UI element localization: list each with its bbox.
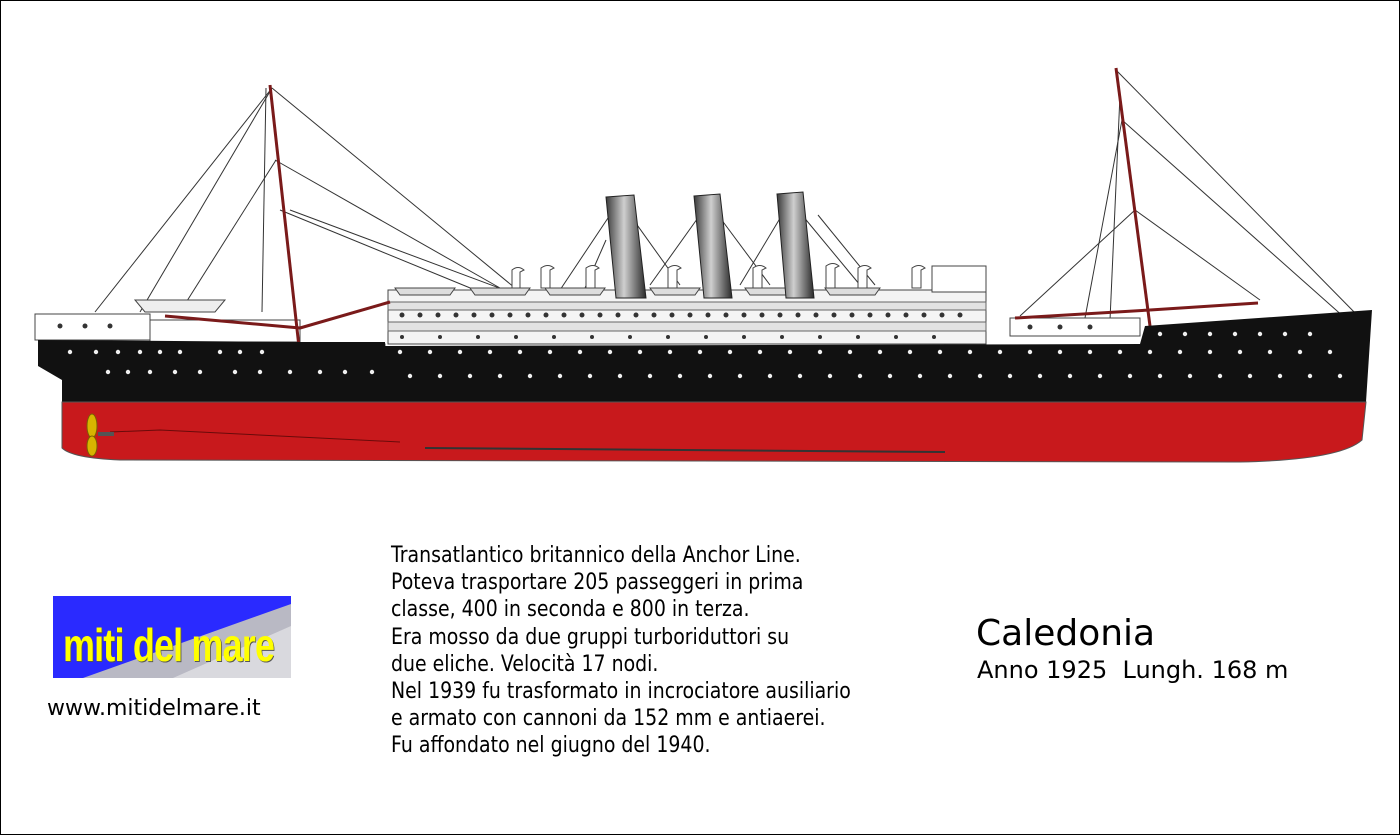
description-line: Transatlantico britannico della Anchor L… xyxy=(391,543,801,568)
ship-name: Caledonia xyxy=(976,613,1156,654)
masts xyxy=(164,67,1259,357)
description-line: Poteva trasportare 205 passeggeri in pri… xyxy=(391,570,804,596)
superstructure xyxy=(34,263,1141,359)
ship-stats: Anno 1925 Lungh. 168 m xyxy=(977,656,1289,684)
logo-text: miti del mare xyxy=(63,619,275,671)
hull-portholes xyxy=(67,331,1343,379)
description-line: Nel 1939 fu trasformato in incrociatore … xyxy=(391,679,851,705)
miti-del-mare-logo: miti del mare xyxy=(53,596,291,678)
description-line: Fu affondato nel giugno del 1940. xyxy=(391,733,711,759)
description-line: classe, 400 in seconda e 800 in terza. xyxy=(391,597,750,623)
description-line: Era mosso da due gruppi turboriduttori s… xyxy=(391,624,790,650)
hull xyxy=(38,310,1372,463)
logo-wedge-shape xyxy=(83,604,291,678)
ship-description: Transatlantico britannico della Anchor L… xyxy=(391,542,855,760)
ship-illustration xyxy=(34,67,1372,463)
rigging-aft xyxy=(1019,69,1361,321)
description-line: due eliche. Velocità 17 nodi. xyxy=(391,651,659,677)
description-line: e armato con cannoni da 152 mm e antiaer… xyxy=(391,706,826,732)
website-url: www.mitidelmare.it xyxy=(47,696,261,721)
rigging-fore xyxy=(94,87,516,313)
funnels xyxy=(605,191,815,299)
